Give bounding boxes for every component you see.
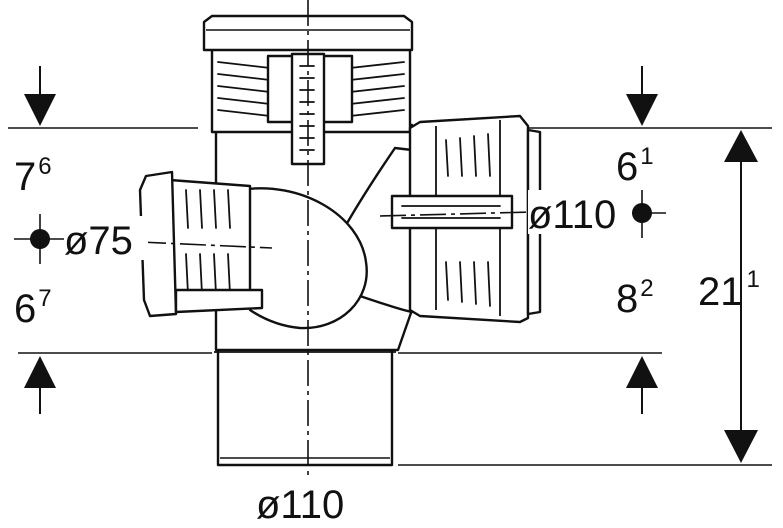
dim-bottom-left: 67 [14,285,52,331]
dim-middle-right: 82 [616,275,654,321]
centerlines [139,0,533,478]
left-branch [138,170,368,330]
left-diameter-backdrop [64,216,148,260]
diameter-main-pipe: ø110 [256,483,344,527]
logo-strip [290,52,326,166]
left-branch-ribs [185,189,231,295]
center-marks [14,190,666,264]
dim-top-right: 61 [616,143,654,189]
right-branch-ribs [445,133,491,307]
right-diameter-backdrop [528,190,632,234]
dim-top-left: 76 [14,153,52,199]
diameter-left-branch: ø75 [64,219,133,263]
dimension-arrows [24,66,758,463]
diameter-right-branch: ø110 [528,193,616,237]
